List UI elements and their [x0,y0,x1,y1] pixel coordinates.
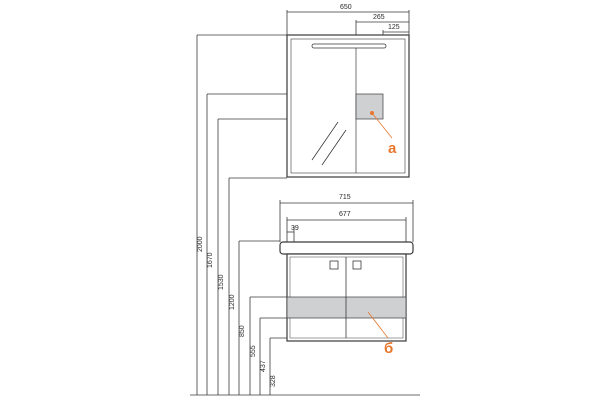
mirror-callout-label: а [388,140,397,157]
height-labels: 2000 1670 1530 1200 850 555 437 328 [197,236,277,387]
height-label-555: 555 [250,345,257,357]
vanity-countertop [279,241,414,255]
vanity-callout-leader [367,311,389,339]
height-label-328: 328 [270,375,277,387]
mirror-callout-leader [371,112,393,139]
mirror-reflection-1 [311,121,339,161]
vanity-width-677: 677 [339,211,351,218]
height-label-1670: 1670 [207,252,214,268]
mirror-width-650: 650 [340,4,352,11]
mirror-shelf-fill [355,93,384,120]
mirror-cabinet: 650 265 125 а [286,4,410,178]
vanity-handle-right [352,260,362,270]
mirror-cabinet-frame [286,34,410,178]
height-label-437: 437 [260,360,267,372]
height-label-1200: 1200 [229,294,236,310]
mirror-width-265: 265 [373,14,385,21]
mirror-width-125: 125 [388,24,400,31]
vanity-offset-39: 39 [291,225,299,232]
vanity-callout-label: б [384,340,393,357]
height-label-2000: 2000 [197,236,204,252]
vanity-width-715: 715 [339,194,351,201]
vanity-shelf-fill [286,296,407,319]
mirror-light-bar [311,43,387,49]
vanity-handle-left [329,260,339,270]
height-label-850: 850 [239,325,246,337]
mirror-reflection-2 [321,129,347,166]
vanity-width-dimensions [279,200,414,242]
height-label-1530: 1530 [218,274,225,290]
mirror-cabinet-inner-frame [290,38,406,174]
vanity-unit: 715 677 39 б [279,194,414,357]
